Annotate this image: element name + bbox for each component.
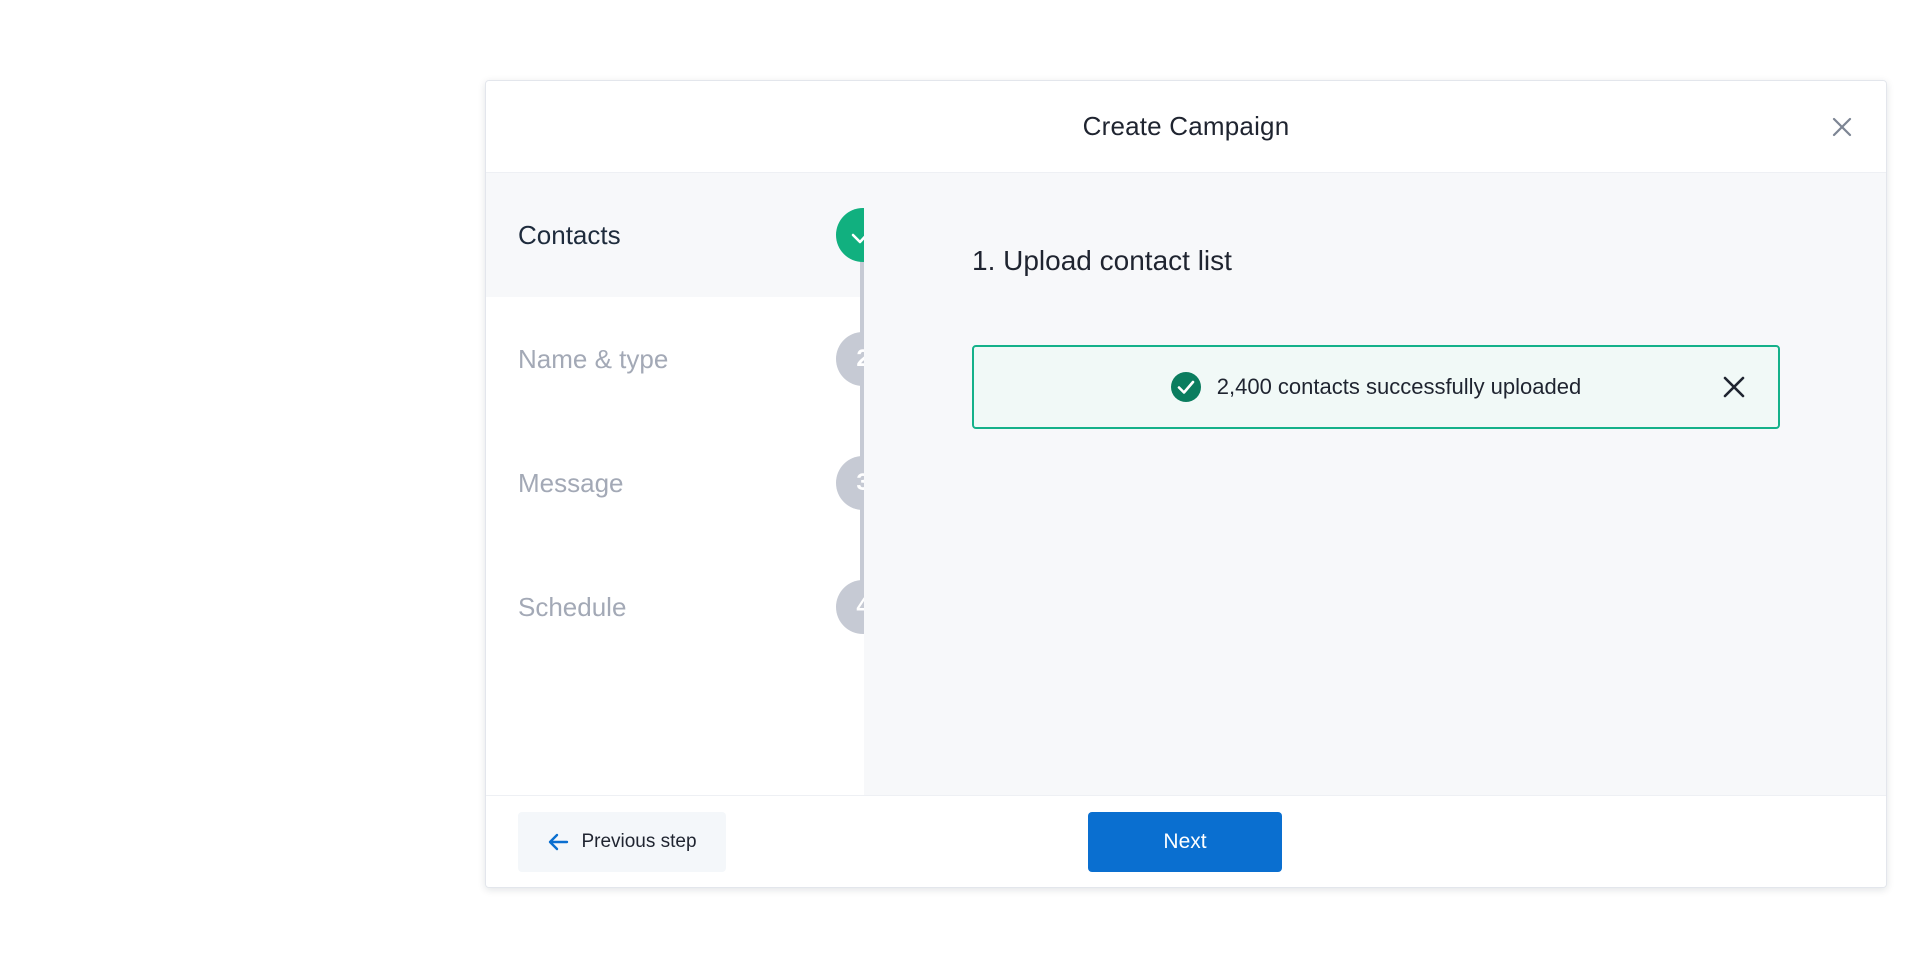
step-label: Contacts (518, 219, 621, 250)
close-icon (1723, 376, 1745, 398)
step-connector-line (860, 235, 866, 607)
modal-footer: Previous step Next (486, 795, 1886, 887)
section-title: 1. Upload contact list (972, 245, 1232, 276)
alert-message: 2,400 contacts successfully uploaded (1216, 374, 1582, 399)
arrow-left-icon (549, 833, 569, 851)
modal-title: Create Campaign (1082, 111, 1290, 141)
previous-step-button[interactable]: Previous step (518, 812, 726, 872)
stepper: Contacts Name & type Message Schedule 2 … (486, 173, 890, 797)
step-contacts[interactable]: Contacts (486, 173, 864, 297)
step-label: Name & type (518, 343, 669, 374)
previous-step-label: Previous step (581, 831, 697, 852)
close-icon (1832, 117, 1852, 137)
step-content: 1. Upload contact list 2,400 contacts su… (864, 173, 1886, 797)
step-label: Schedule (518, 591, 627, 622)
success-alert: 2,400 contacts successfully uploaded (972, 345, 1780, 429)
step-message[interactable]: Message (486, 421, 864, 545)
check-circle-icon (1170, 372, 1201, 402)
alert-close-button[interactable] (1720, 373, 1748, 401)
create-campaign-modal: Create Campaign Contacts Name & type Mes… (485, 80, 1887, 888)
step-label: Message (518, 467, 624, 498)
modal-header: Create Campaign (486, 81, 1886, 173)
step-name-type[interactable]: Name & type (486, 297, 864, 421)
next-button[interactable]: Next (1088, 812, 1282, 872)
step-schedule[interactable]: Schedule (486, 545, 864, 669)
modal-close-button[interactable] (1826, 111, 1858, 143)
